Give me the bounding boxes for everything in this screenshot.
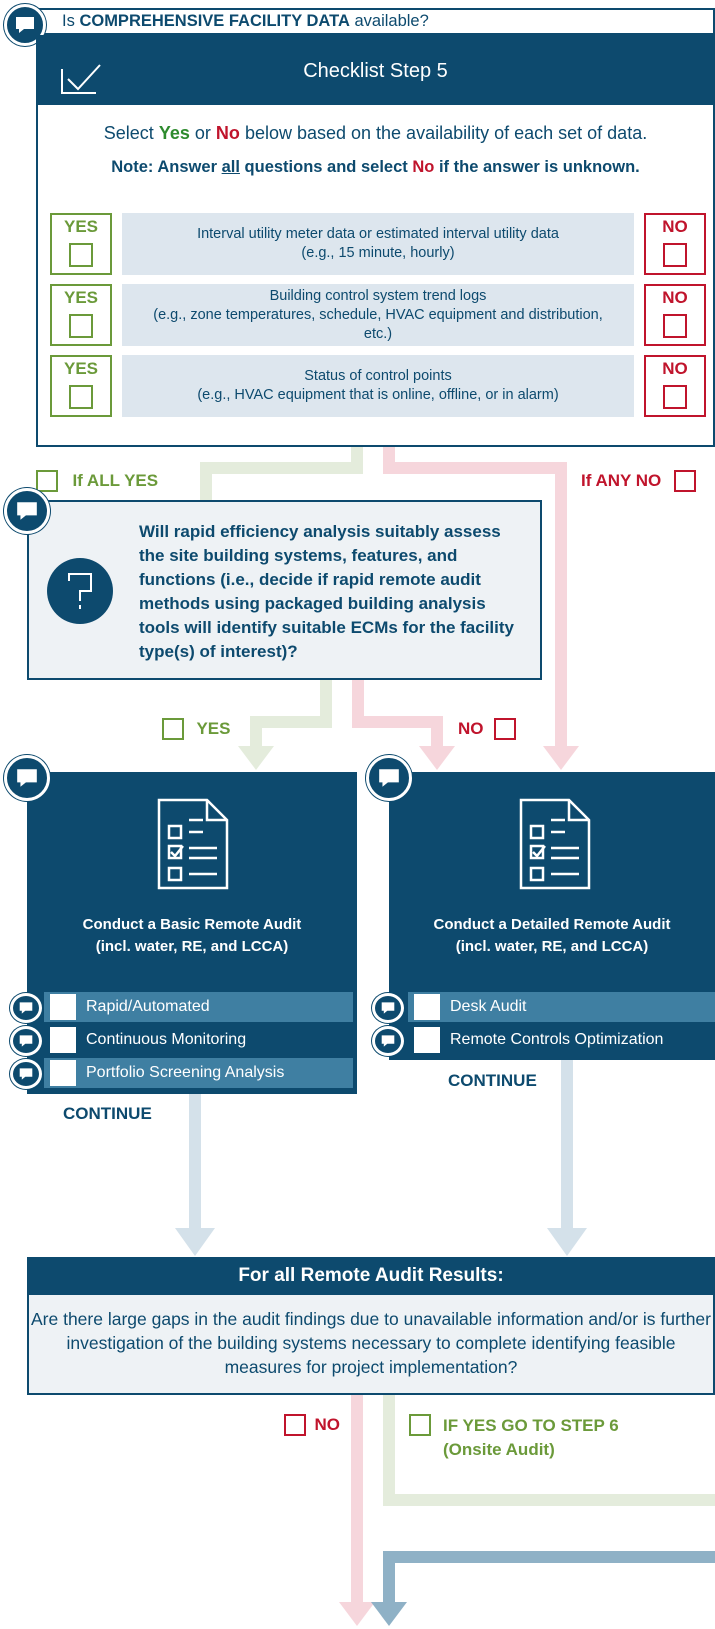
row-text: Building control system trend logs(e.g.,…: [122, 284, 634, 346]
checklist-icon: [60, 55, 104, 123]
option-checkbox[interactable]: [50, 994, 76, 1020]
rapid-no-label: NO: [458, 719, 484, 738]
rapid-yes-branch: YES: [162, 718, 230, 740]
option-rapid-automated[interactable]: Rapid/Automated: [44, 992, 353, 1022]
arrow-basic-continue-head: [175, 1228, 215, 1256]
final-yes-branch: IF YES GO TO STEP 6 (Onsite Audit): [409, 1414, 619, 1459]
facility-data-question: Is COMPREHENSIVE FACILITY DATA available…: [34, 8, 715, 35]
final-yes-label: IF YES GO TO STEP 6: [443, 1416, 619, 1435]
arrow-rapid-yes: [250, 680, 332, 750]
option-checkbox[interactable]: [414, 994, 440, 1020]
checklist-row: YES Building control system trend logs(e…: [50, 284, 706, 348]
no-checkbox[interactable]: NO: [644, 355, 706, 417]
arrow-rapid-no: [352, 680, 443, 750]
checklist-step-5: Checklist Step 5 Select Yes or No below …: [36, 35, 715, 447]
option-continuous-monitoring[interactable]: Continuous Monitoring: [44, 1025, 353, 1055]
all-yes-checkbox[interactable]: [36, 470, 58, 492]
checklist-note: Note: Answer all questions and select No…: [111, 158, 640, 176]
speech-bubble-icon[interactable]: [372, 1026, 404, 1056]
checklist-row: YES Status of control points(e.g., HVAC …: [50, 355, 706, 419]
any-no-label: If ANY NO: [581, 471, 662, 490]
option-remote-controls-optimization[interactable]: Remote Controls Optimization: [408, 1025, 715, 1055]
speech-bubble-icon[interactable]: [4, 755, 50, 801]
results-header: For all Remote Audit Results:: [27, 1257, 715, 1295]
all-yes-branch: If ALL YES: [36, 470, 158, 492]
final-yes-sublabel: (Onsite Audit): [443, 1440, 555, 1459]
arrow-final-yes: [383, 1395, 715, 1506]
rapid-no-checkbox[interactable]: [493, 718, 516, 740]
arrow-return: [383, 1551, 715, 1605]
results-question: Are there large gaps in the audit findin…: [27, 1295, 715, 1395]
speech-bubble-icon[interactable]: [372, 993, 404, 1023]
option-checkbox[interactable]: [50, 1060, 76, 1086]
arrow-return-head: [371, 1602, 407, 1626]
yes-checkbox[interactable]: YES: [50, 284, 112, 346]
question-icon: [47, 558, 113, 624]
speech-bubble-icon[interactable]: [10, 1026, 42, 1056]
arrow-all-yes: [200, 447, 363, 505]
yes-checkbox[interactable]: YES: [50, 355, 112, 417]
arrow-rapid-no-head: [419, 746, 455, 770]
yes-checkbox[interactable]: YES: [50, 213, 112, 275]
final-no-branch: NO: [284, 1414, 340, 1436]
rapid-no-branch: NO: [458, 718, 516, 740]
basic-continue-label[interactable]: CONTINUE: [63, 1104, 152, 1123]
row-text: Status of control points(e.g., HVAC equi…: [122, 355, 634, 417]
final-no-checkbox[interactable]: [284, 1414, 306, 1436]
detailed-continue-label[interactable]: CONTINUE: [448, 1071, 537, 1090]
option-desk-audit[interactable]: Desk Audit: [408, 992, 715, 1022]
arrow-any-no: [383, 447, 567, 750]
speech-bubble-icon[interactable]: [10, 1059, 42, 1089]
detailed-audit-title: Conduct a Detailed Remote Audit (incl. w…: [433, 916, 671, 955]
option-checkbox[interactable]: [414, 1027, 440, 1053]
speech-bubble-icon[interactable]: [366, 755, 412, 801]
question-emphasis: COMPREHENSIVE FACILITY DATA: [79, 12, 350, 30]
speech-bubble-icon[interactable]: [10, 993, 42, 1023]
arrow-final-no-head: [339, 1602, 375, 1626]
option-checkbox[interactable]: [50, 1027, 76, 1053]
document-checklist-icon: [157, 798, 229, 890]
arrow-detailed-continue-head: [547, 1228, 587, 1256]
checklist-header: Checklist Step 5: [38, 37, 713, 105]
no-checkbox[interactable]: NO: [644, 213, 706, 275]
row-text: Interval utility meter data or estimated…: [122, 213, 634, 275]
question-suffix: available?: [354, 12, 429, 30]
final-no-label: NO: [314, 1415, 340, 1434]
option-portfolio-screening[interactable]: Portfolio Screening Analysis: [44, 1058, 353, 1088]
speech-bubble-icon[interactable]: [4, 488, 50, 534]
basic-audit-title: Conduct a Basic Remote Audit (incl. wate…: [82, 916, 302, 955]
any-no-branch: If ANY NO: [581, 470, 696, 492]
final-yes-checkbox[interactable]: [409, 1414, 431, 1436]
rapid-yes-label: YES: [196, 719, 231, 738]
any-no-checkbox[interactable]: [673, 470, 696, 492]
checklist-row: YES Interval utility meter data or estim…: [50, 213, 706, 277]
rapid-yes-checkbox[interactable]: [162, 718, 184, 740]
speech-bubble-icon[interactable]: [4, 4, 46, 46]
arrow-any-no-head: [543, 746, 579, 770]
all-yes-label: If ALL YES: [72, 471, 159, 490]
arrow-rapid-yes-head: [238, 746, 274, 770]
checklist-title: Checklist Step 5: [303, 60, 448, 82]
rapid-analysis-question: Will rapid efficiency analysis suitably …: [27, 500, 542, 680]
checklist-instruction: Select Yes or No below based on the avai…: [103, 123, 648, 143]
question-prefix: Is: [62, 12, 75, 30]
document-checklist-icon: [519, 798, 591, 890]
no-checkbox[interactable]: NO: [644, 284, 706, 346]
rapid-question-text: Will rapid efficiency analysis suitably …: [139, 522, 514, 661]
